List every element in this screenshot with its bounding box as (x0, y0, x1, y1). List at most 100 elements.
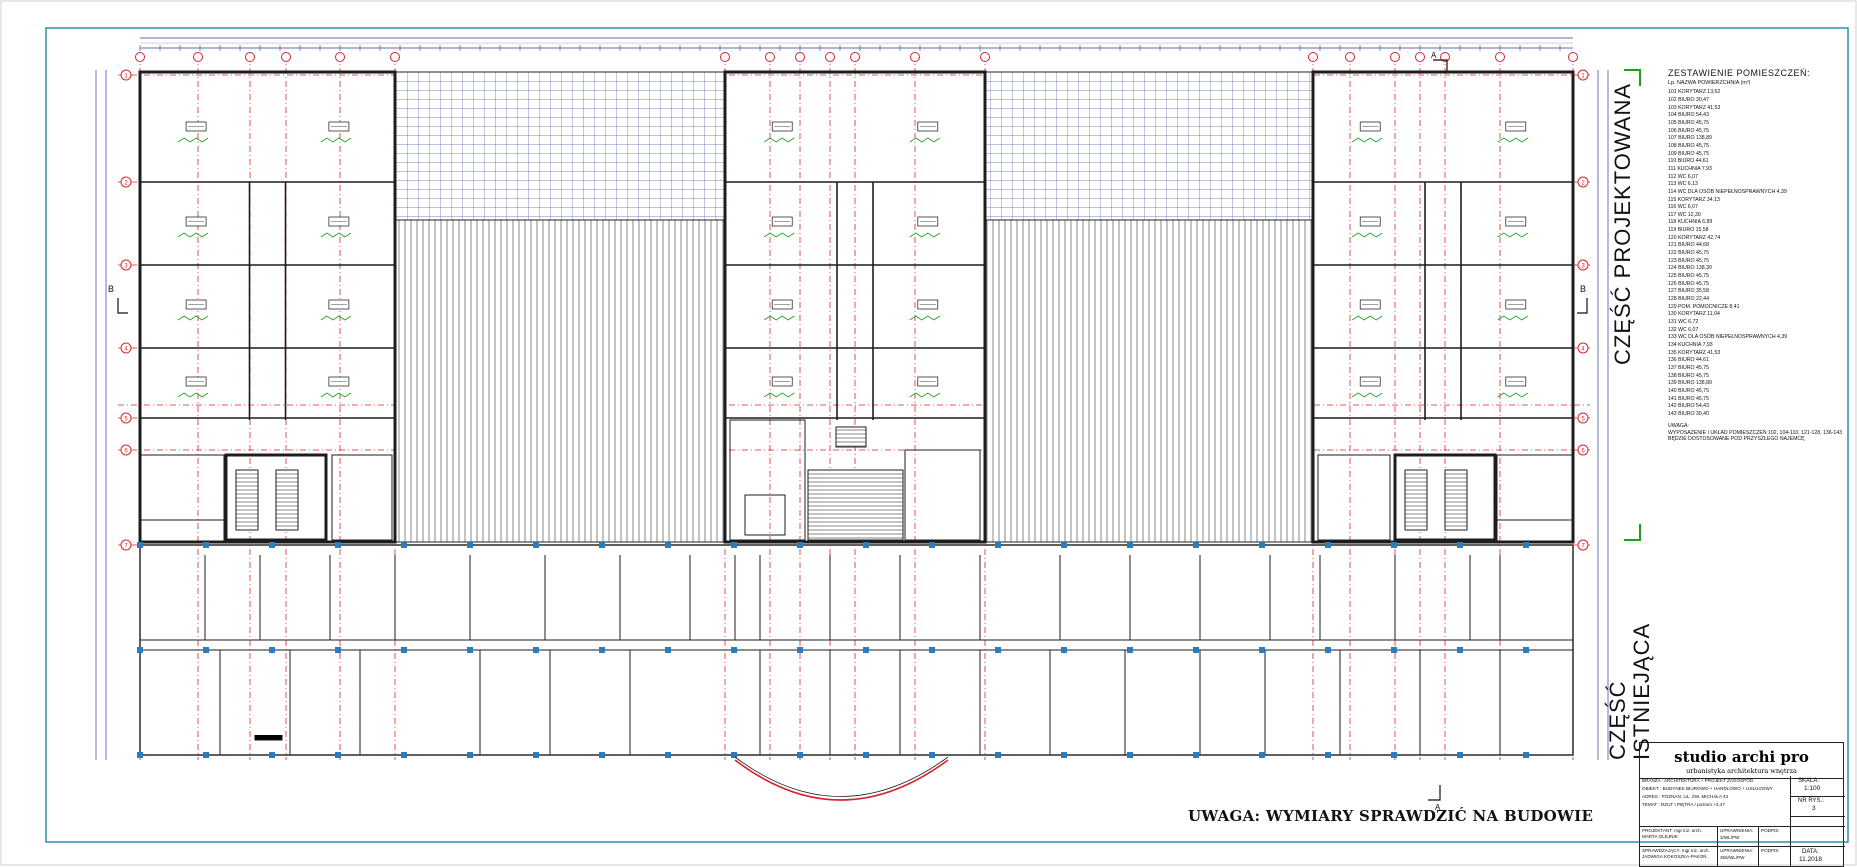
section-label-a-top: A (1431, 51, 1437, 60)
axis-bubble-top (795, 52, 805, 62)
room-schedule-row: 107 BIURO 138,89 (1668, 135, 1712, 142)
column (269, 752, 275, 758)
label-projected-part: CZĘŚĆ PROJEKTOWANA (1610, 82, 1635, 365)
column (665, 542, 671, 548)
column (929, 752, 935, 758)
left-dimensions (95, 70, 107, 760)
top-dimension-ticks (139, 45, 1561, 51)
atrium-right-skylight (984, 71, 1314, 221)
tb-subject: TEMAT : RZUT I PIĘTRA / poziom +3,47 (1642, 802, 1725, 807)
room-schedule-row: 122 BIURO 45,75 (1668, 250, 1709, 257)
room-schedule-row: 134 KUCHNIA 7,93 (1668, 341, 1713, 348)
column (995, 752, 1001, 758)
column (1457, 752, 1463, 758)
green-annotation (909, 137, 941, 143)
green-annotation (1351, 392, 1383, 398)
section-marker-b-right (1577, 298, 1588, 314)
section-label-a-bottom: A (1435, 803, 1441, 812)
column (1523, 647, 1529, 653)
green-annotation (909, 232, 941, 238)
axis-bubbles-top (135, 52, 1578, 62)
tb-checker: SPRAWDZAJĄCY: mgr inż. arch. JADWIGA KOK… (1642, 848, 1710, 859)
column (995, 542, 1001, 548)
green-annotation (763, 315, 795, 321)
axis-bubble-right (1577, 342, 1589, 354)
scale-bar (254, 735, 283, 741)
section-marker-a-top (1433, 59, 1448, 72)
column (731, 752, 737, 758)
room-schedule-row: 113 WC 6,13 (1668, 181, 1698, 188)
room-schedule-row: 124 BIURO 138,30 (1668, 265, 1712, 272)
axis-bubble-top (193, 52, 203, 62)
axis-row-label: 2 (1581, 181, 1585, 187)
office-rooms (140, 181, 1573, 420)
room-schedule-row: 125 BIURO 45,75 (1668, 273, 1709, 280)
green-annotation (320, 232, 352, 238)
column (1457, 542, 1463, 548)
axis-row-label: 3 (1581, 264, 1585, 270)
column (1127, 752, 1133, 758)
axis-bubble-top (335, 52, 345, 62)
column (1061, 542, 1067, 548)
section-marker-b-left (117, 298, 128, 314)
room-schedule: ZESTAWIENIE POMIESZCZEŃ: Lp. NAZWA POWIE… (1668, 69, 1838, 419)
axis-row-label: 5 (124, 417, 128, 423)
column (731, 647, 737, 653)
structural-axes-vertical (139, 55, 1574, 760)
existing-rooms (204, 555, 1501, 755)
room-schedule-row: 141 BIURO 45,75 (1668, 395, 1709, 402)
axis-row-label: 6 (124, 449, 128, 455)
room-tags (185, 121, 1527, 387)
axis-bubble-left (120, 412, 132, 424)
core-right (1317, 453, 1574, 543)
column (1325, 752, 1331, 758)
column (1457, 647, 1463, 653)
column (1193, 542, 1199, 548)
column (665, 752, 671, 758)
green-annotation (1497, 392, 1529, 398)
axis-bubble-left (120, 176, 132, 188)
warning-check-dimensions: UWAGA: WYMIARY SPRAWDZIĆ NA BUDOWIE (1188, 807, 1594, 825)
green-annotation (177, 137, 209, 143)
column (401, 752, 407, 758)
room-schedule-row: 126 BIURO 45,75 (1668, 280, 1709, 287)
axis-row-label: 1 (1581, 74, 1585, 80)
column (137, 752, 143, 758)
title-block: studio archi pro urbanistyka architektur… (1639, 742, 1845, 867)
tb-scale: 1:100 (1804, 785, 1821, 792)
axis-bubble-top (135, 52, 145, 62)
axis-bubble-top (825, 52, 835, 62)
axis-row-label: 4 (1581, 347, 1585, 353)
axis-bubble-top (1308, 52, 1318, 62)
column (335, 752, 341, 758)
column (929, 542, 935, 548)
green-annotation (1497, 315, 1529, 321)
axis-bubble-left (120, 259, 132, 271)
green-annotation (763, 137, 795, 143)
axis-row-label: 7 (124, 544, 128, 550)
room-schedule-row: 102 BIURO 30,47 (1668, 96, 1709, 103)
room-schedule-row: 121 BIURO 44,68 (1668, 242, 1709, 249)
column (137, 647, 143, 653)
axis-bubble-top (1415, 52, 1425, 62)
column (269, 542, 275, 548)
column (467, 752, 473, 758)
room-schedule-row: 137 BIURO 45,75 (1668, 364, 1709, 371)
column (401, 542, 407, 548)
atrium-right-floor (984, 219, 1314, 543)
column (1061, 752, 1067, 758)
green-annotation (763, 392, 795, 398)
column (335, 542, 341, 548)
column (929, 647, 935, 653)
column (863, 542, 869, 548)
room-schedule-header: Lp. NAZWA POWIERZCHNIA (m²) (1668, 79, 1751, 86)
room-schedule-row: 119 BIURO 15,58 (1668, 227, 1709, 234)
column (1391, 647, 1397, 653)
room-schedule-row: 138 BIURO 45,75 (1668, 372, 1709, 379)
room-schedule-row: 103 KORYTARZ 41,53 (1668, 104, 1721, 111)
axis-bubble-left (120, 342, 132, 354)
